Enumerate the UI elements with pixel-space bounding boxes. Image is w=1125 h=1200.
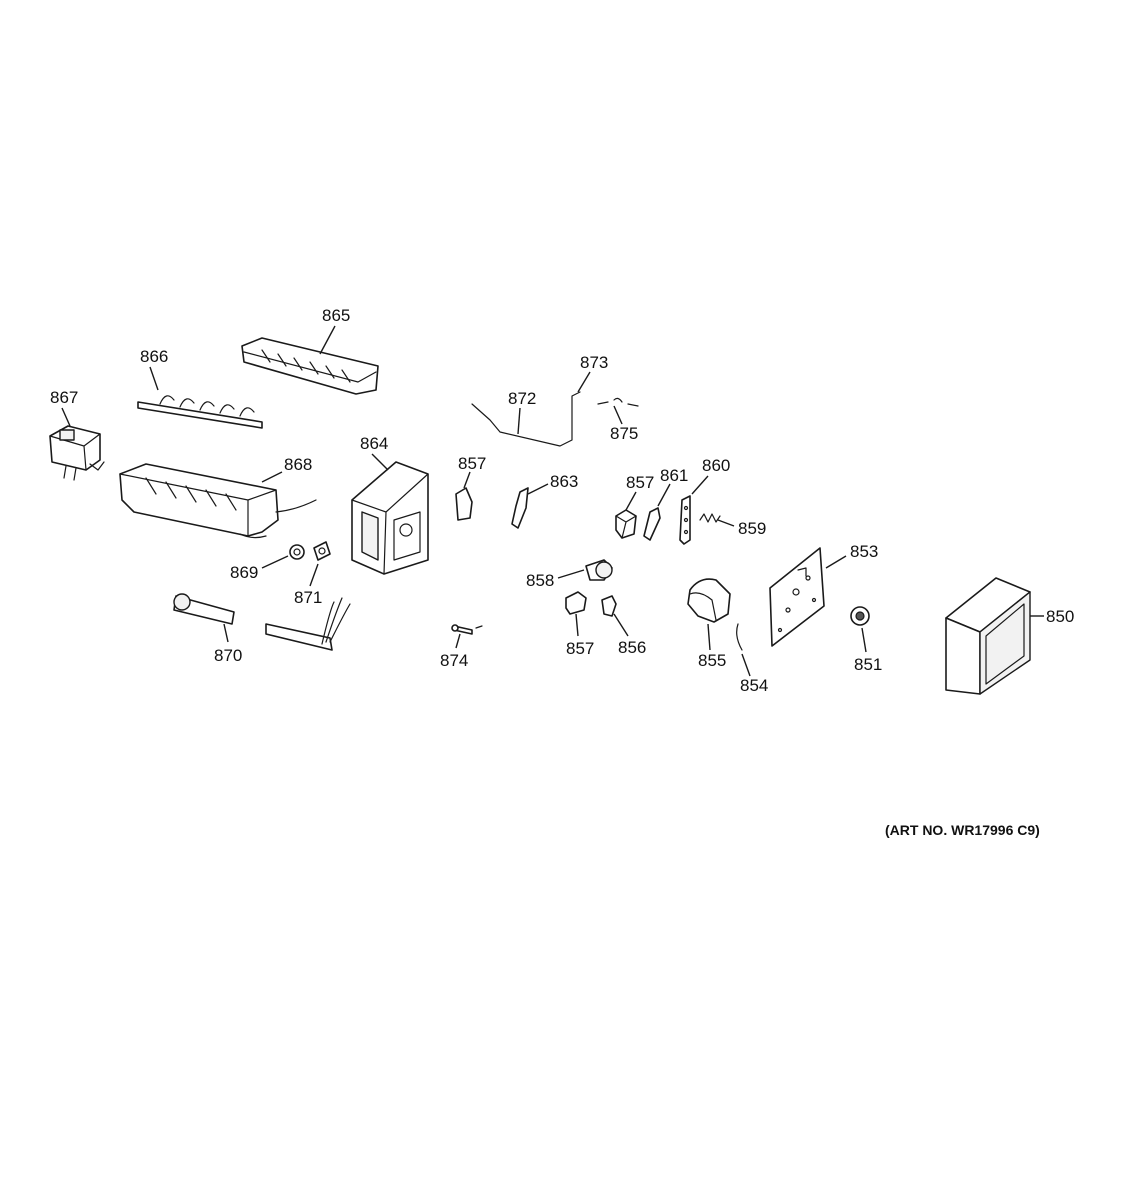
- leader-854: [741, 653, 751, 677]
- leader-857c: [575, 613, 579, 637]
- callout-850: 850: [1046, 607, 1074, 626]
- part-851-knob: [850, 606, 870, 626]
- part-874-screw: [451, 624, 483, 635]
- callout-857a: 857: [458, 454, 486, 473]
- leader-867: [61, 407, 71, 427]
- leader-863: [527, 483, 549, 495]
- callout-870: 870: [214, 646, 242, 665]
- callout-871: 871: [294, 588, 322, 607]
- leader-865: [319, 325, 336, 355]
- part-859-spring: [699, 513, 721, 523]
- part-867-module: [49, 425, 105, 481]
- leader-864: [371, 453, 389, 471]
- part-868-ice-mold: [119, 463, 317, 539]
- callout-868: 868: [284, 455, 312, 474]
- callout-867: 867: [50, 388, 78, 407]
- leader-875: [613, 405, 623, 425]
- callout-866: 866: [140, 347, 168, 366]
- leader-871: [309, 563, 319, 587]
- callout-857c: 857: [566, 639, 594, 658]
- callout-861: 861: [660, 466, 688, 485]
- callout-855: 855: [698, 651, 726, 670]
- part-872-feeler-arm: [471, 391, 581, 447]
- part-866-ejector: [137, 395, 263, 429]
- part-858-thermostat: [585, 559, 613, 581]
- part-wire-harness: [265, 597, 351, 651]
- leader-861: [657, 483, 671, 507]
- callout-851: 851: [854, 655, 882, 674]
- part-857-switch-b: [615, 509, 637, 539]
- callout-872: 872: [508, 389, 536, 408]
- part-863-lever: [511, 487, 529, 529]
- part-861-link: [643, 507, 661, 541]
- leader-873: [577, 371, 591, 393]
- part-870-fill-tube: [173, 593, 235, 625]
- leader-859: [717, 519, 735, 527]
- leader-858: [557, 569, 585, 579]
- leader-872: [517, 407, 521, 435]
- callout-864: 864: [360, 434, 388, 453]
- part-869-bearing: [289, 544, 305, 560]
- callout-875: 875: [610, 424, 638, 443]
- callout-854: 854: [740, 676, 768, 695]
- callout-859: 859: [738, 519, 766, 538]
- leader-868: [261, 471, 283, 483]
- callout-860: 860: [702, 456, 730, 475]
- leader-856: [613, 613, 629, 637]
- part-865-mold-cover: [241, 337, 379, 395]
- part-853-plate: [769, 547, 825, 647]
- leader-866: [149, 366, 159, 391]
- callout-857b: 857: [626, 473, 654, 492]
- callout-853: 853: [850, 542, 878, 561]
- part-864-control-housing: [351, 461, 429, 575]
- part-871-retainer: [313, 541, 331, 561]
- leader-869: [261, 555, 289, 569]
- leader-853: [825, 555, 847, 569]
- callout-858: 858: [526, 571, 554, 590]
- part-875-clip: [597, 397, 639, 407]
- leader-870: [223, 623, 229, 643]
- part-856-gear: [601, 595, 617, 617]
- part-850-cover: [945, 577, 1031, 695]
- part-854-wire: [736, 623, 743, 651]
- callout-869: 869: [230, 563, 258, 582]
- leader-855: [707, 623, 711, 651]
- callout-874: 874: [440, 651, 468, 670]
- callout-873: 873: [580, 353, 608, 372]
- part-860-bracket: [679, 495, 691, 545]
- part-855-motor: [687, 578, 731, 623]
- callout-863: 863: [550, 472, 578, 491]
- part-857-switch-a: [455, 487, 473, 521]
- leader-857b: [625, 491, 637, 511]
- callout-856: 856: [618, 638, 646, 657]
- art-number: (ART NO. WR17996 C9): [885, 822, 1040, 838]
- leader-874: [455, 633, 461, 649]
- leader-860: [691, 475, 709, 495]
- leader-857a: [463, 471, 471, 489]
- callout-865: 865: [322, 306, 350, 325]
- part-857-switch-c: [565, 591, 587, 615]
- leader-851: [861, 627, 867, 653]
